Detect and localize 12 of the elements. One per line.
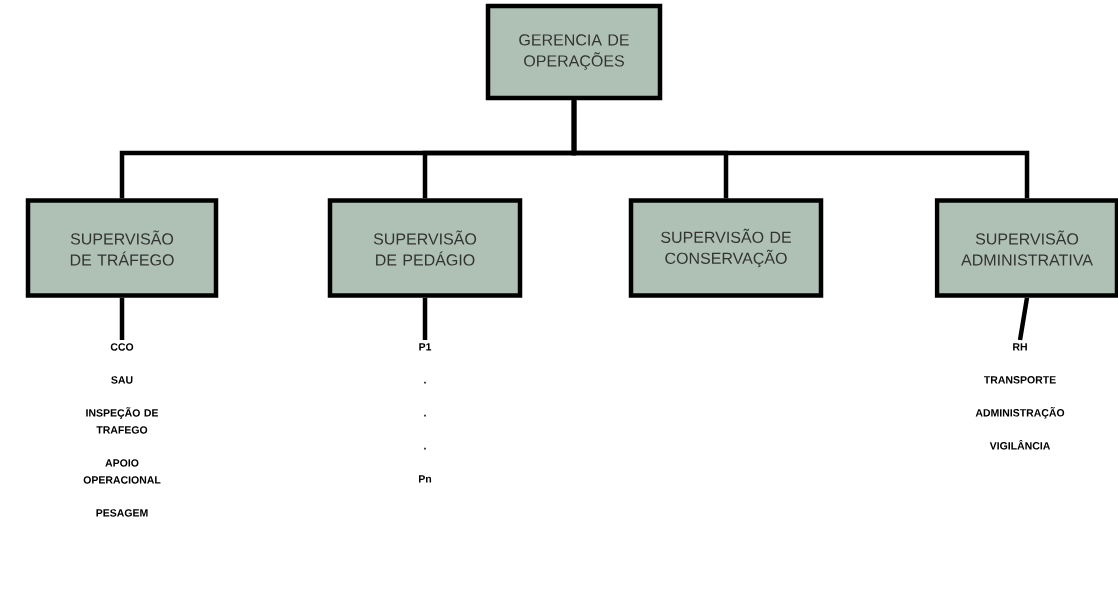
org-box: SUPERVISÃO DE CONSERVAÇÃO	[628, 198, 824, 298]
item-list: P1 . . . Pn	[419, 343, 432, 483]
connector-line	[1017, 297, 1030, 341]
org-box: SUPERVISÃO DE PEDÁGIO	[327, 198, 523, 298]
org-box: SUPERVISÃO ADMINISTRATIVA	[934, 198, 1118, 298]
org-box: SUPERVISÃO DE TRÁFEGO	[25, 198, 219, 298]
item-list: RH TRANSPORTE ADMINISTRAÇÃO VIGILÂNCIA	[975, 343, 1065, 450]
connector-line	[119, 297, 125, 340]
connector-line	[422, 297, 428, 340]
item-list: CCO SAU INSPEÇÃO DE TRAFEGO APOIO OPERACIONAL PESAGEM	[83, 343, 161, 517]
org-box: GERENCIA DE OPERAÇÕES	[485, 3, 663, 101]
connector-line	[571, 100, 1030, 199]
